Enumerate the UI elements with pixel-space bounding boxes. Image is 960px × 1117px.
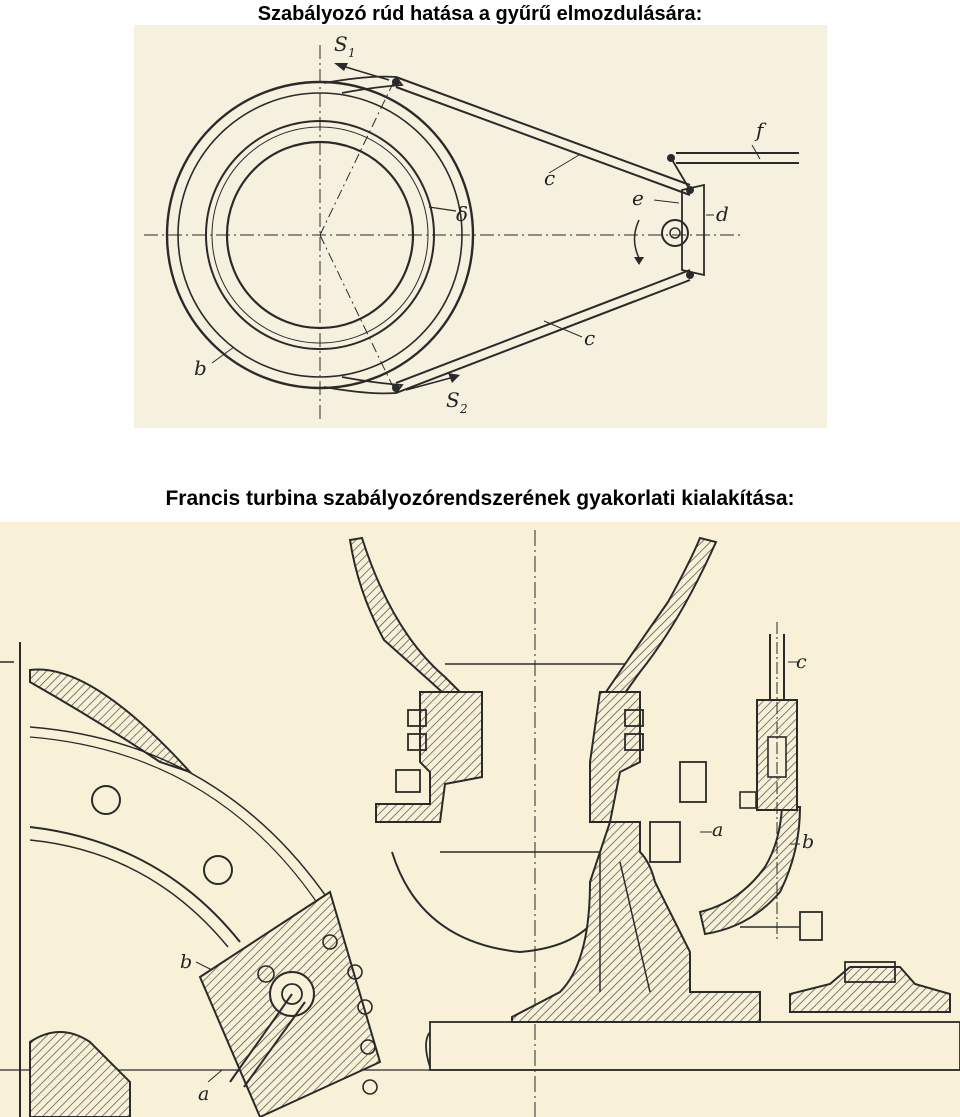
runner-section	[29, 1031, 131, 1117]
label-f: f	[754, 118, 767, 142]
support-casting	[511, 821, 761, 1023]
label-c-rod: c	[796, 651, 807, 673]
francis-turbine-regulation-drawing: c a b b a	[0, 522, 960, 1117]
label-s2: S	[446, 388, 460, 412]
top-figure-title: Szabályozó rúd hatása a gyűrű elmozdulás…	[257, 3, 703, 25]
label-delta: δ	[456, 202, 468, 226]
funnel-left-wall	[348, 536, 470, 712]
vane-pivot-2	[203, 855, 233, 885]
turbine-section-drawing: c a b b a	[0, 530, 960, 1117]
right-flange	[589, 691, 641, 823]
lever-d	[681, 183, 705, 277]
bottom-figure-title: Francis turbina szabályozórendszerének g…	[165, 487, 795, 510]
label-b-right: b	[802, 831, 814, 853]
right-hub	[789, 966, 951, 1013]
pivot-circle	[661, 219, 689, 247]
label-a-left: a	[198, 1083, 209, 1105]
funnel-right-wall	[604, 536, 718, 702]
label-d: d	[716, 202, 729, 226]
label-b-left: b	[180, 951, 192, 973]
floor-slab	[429, 1021, 960, 1071]
upper-rod	[395, 76, 691, 186]
vane-pivot-1	[91, 785, 121, 815]
label-s1: S	[334, 32, 348, 56]
label-s1-subscript: 1	[348, 46, 356, 60]
label-b: b	[194, 356, 207, 380]
label-a-right: a	[712, 819, 723, 841]
regulating-rod-ring-diagram: S 1 S 2 c c f e d b δ	[134, 25, 827, 428]
label-c-lower: c	[584, 326, 595, 350]
servomotor-arm	[698, 806, 802, 936]
regulating-ring-outer	[165, 80, 475, 390]
left-flange	[375, 691, 483, 823]
runner-bowl	[391, 851, 601, 954]
label-c-upper: c	[544, 166, 555, 190]
ring-linkage-drawing: S 1 S 2 c c f e d b δ	[144, 32, 799, 420]
force-arrow-s2	[405, 376, 455, 391]
guide-vane-blade	[29, 668, 194, 775]
rotation-arrow	[633, 219, 640, 259]
force-arrow-s1	[338, 64, 390, 81]
regulating-ring-inner	[225, 140, 415, 330]
lower-rod	[395, 269, 691, 384]
label-s2-subscript: 2	[459, 402, 468, 416]
label-e: e	[632, 186, 644, 210]
